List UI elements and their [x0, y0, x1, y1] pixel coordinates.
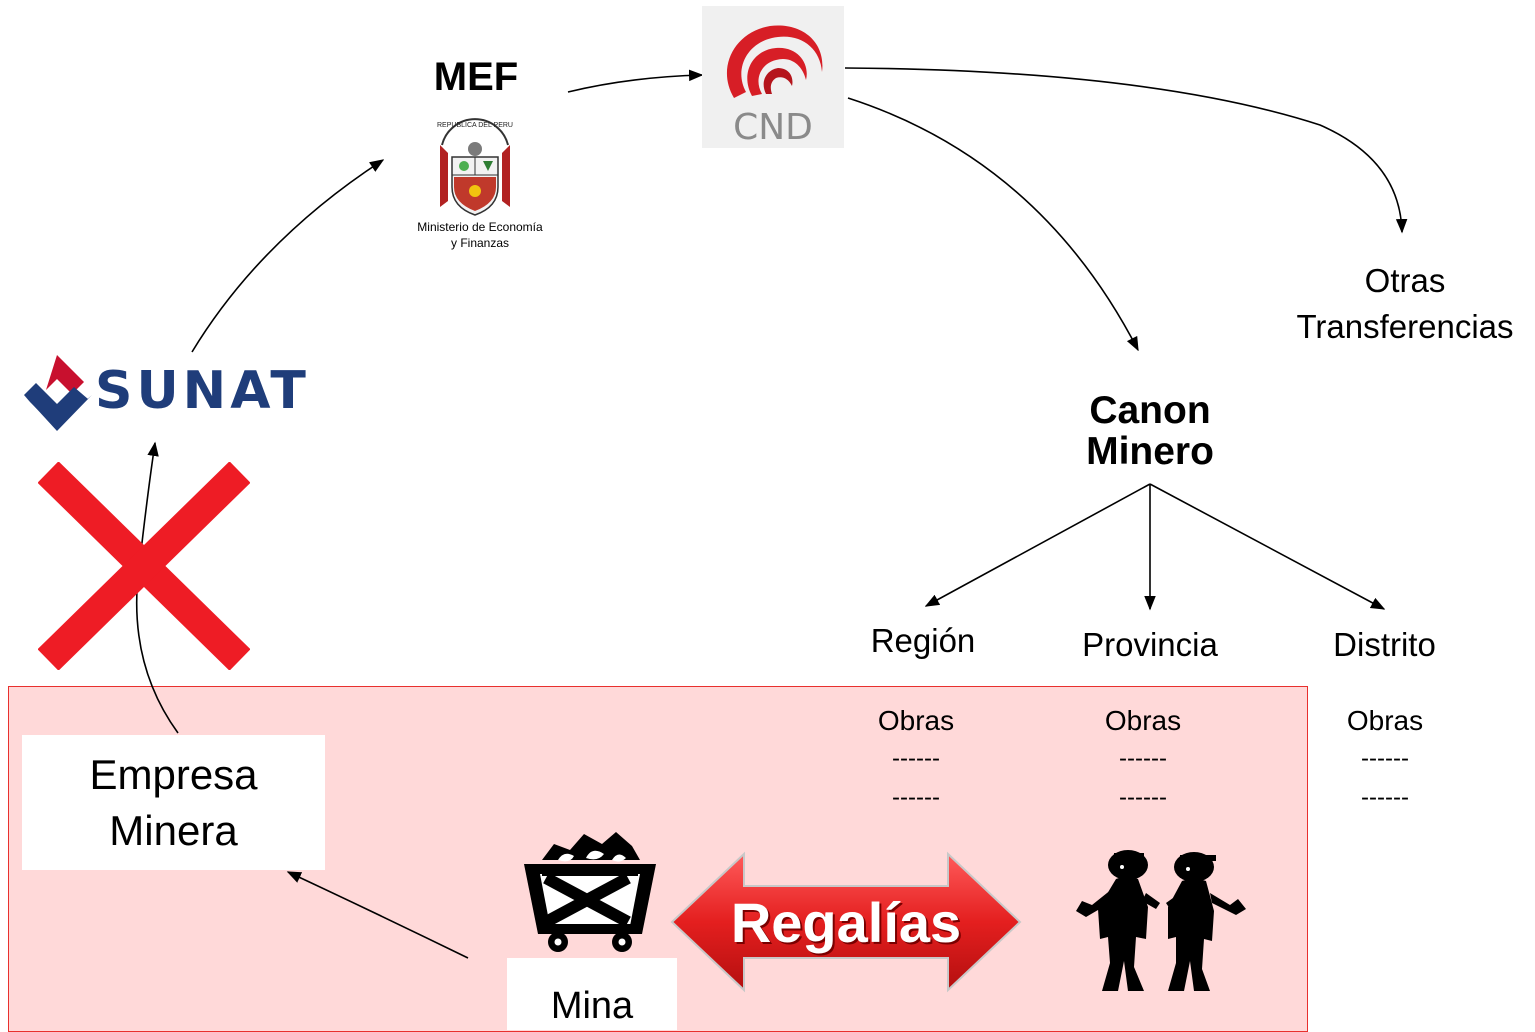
mef-title: MEF	[433, 55, 519, 99]
cnd-logo: CND	[702, 6, 844, 148]
arrow-cnd-to-canon	[847, 97, 1139, 352]
obras-region: Obras	[877, 705, 955, 736]
people-icon	[1076, 850, 1246, 991]
obras-region-dash1: ------	[892, 745, 940, 772]
mine-cart-icon	[524, 832, 656, 952]
cross-mark-icon	[38, 462, 250, 670]
sunat-logo-text: SUNAT	[95, 361, 310, 421]
regalias-label: Regalías	[730, 891, 962, 954]
level-distrito: Distrito	[1333, 626, 1436, 663]
arrow-mina-to-empresa	[286, 871, 469, 959]
arrow-sunat-to-mef	[191, 159, 385, 353]
canon-line2: Minero	[1086, 430, 1214, 473]
level-provincia: Provincia	[1082, 626, 1218, 663]
peru-coat-of-arms-icon: REPUBLICA DEL PERU	[437, 118, 513, 216]
obras-provincia-dash2: ------	[1119, 784, 1167, 811]
sunat-logo-icon	[24, 355, 92, 431]
mef-caption-line1: Ministerio de Economía	[417, 220, 543, 234]
canon-line1: Canon	[1089, 389, 1211, 432]
empresa-line2: Minera	[109, 807, 238, 854]
level-region: Región	[870, 622, 976, 659]
cnd-logo-text: CND	[733, 107, 813, 148]
arrow-cnd-to-otras	[844, 67, 1408, 234]
obras-provincia-dash1: ------	[1119, 745, 1167, 772]
obras-distrito: Obras	[1346, 705, 1424, 736]
obras-distrito-dash2: ------	[1361, 784, 1409, 811]
otras-line2: Transferencias	[1296, 308, 1514, 345]
obras-distrito-dash1: ------	[1361, 745, 1409, 772]
empresa-minera-box	[22, 735, 325, 870]
obras-region-dash2: ------	[892, 784, 940, 811]
arrow-canon-to-distrito	[1149, 483, 1386, 610]
otras-line1: Otras	[1364, 262, 1446, 299]
mina-box	[507, 958, 677, 1030]
seal-text: REPUBLICA DEL PERU	[437, 122, 513, 129]
empresa-line1: Empresa	[89, 751, 258, 798]
cnd-swirl-icon: CND	[726, 25, 823, 148]
mina-label: Mina	[550, 985, 634, 1027]
mef-caption-line2: y Finanzas	[450, 236, 510, 250]
regalias-double-arrow-icon	[670, 851, 1022, 993]
arrow-mef-to-cnd	[567, 69, 704, 93]
obras-provincia: Obras	[1104, 705, 1182, 736]
arrow-canon-to-region	[924, 483, 1151, 607]
